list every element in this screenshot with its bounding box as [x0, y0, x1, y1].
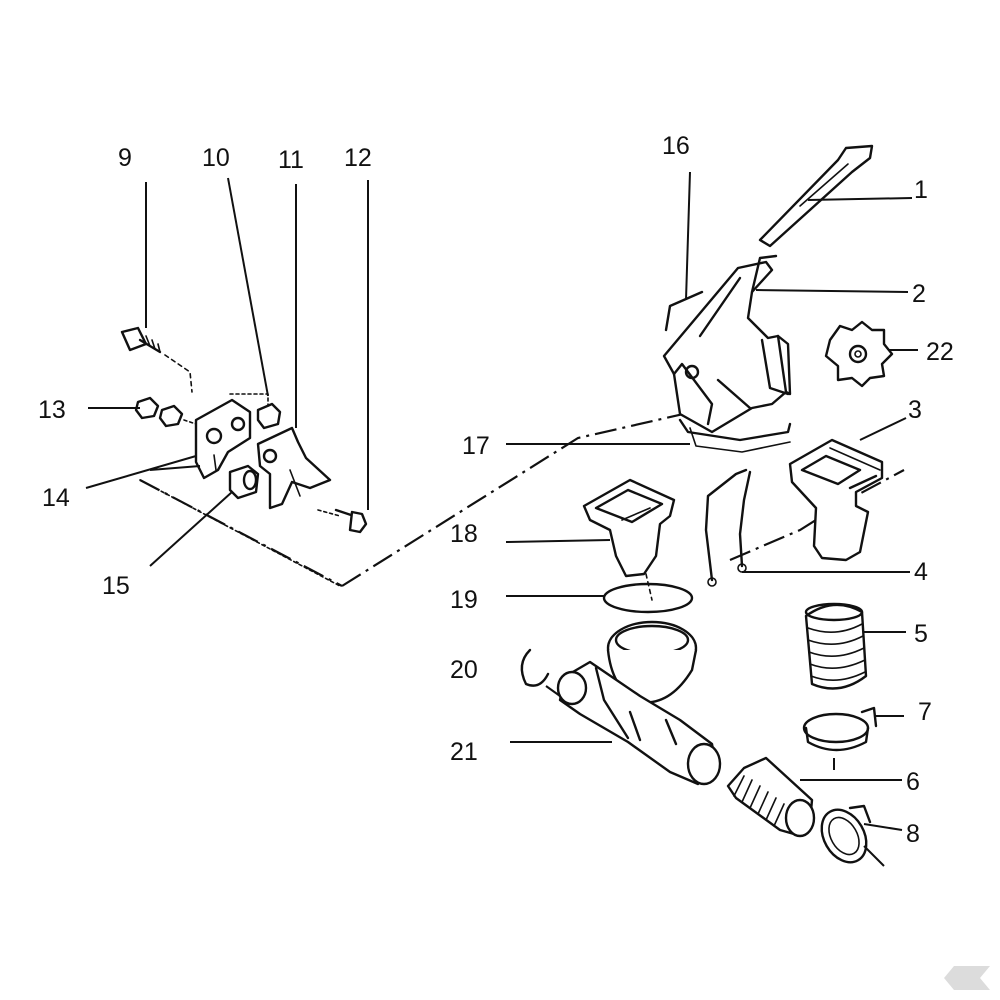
- part-7-clamp: [802, 706, 878, 752]
- part-3-flange: [788, 438, 884, 562]
- callout-18: 18: [450, 520, 478, 548]
- callout-8: 8: [906, 820, 920, 848]
- part-1-handle: [758, 144, 874, 248]
- part-13-nuts: [134, 396, 197, 428]
- part-6-hose: [726, 756, 816, 838]
- callout-7: 7: [918, 698, 932, 726]
- callout-19: 19: [450, 586, 478, 614]
- part-20-clip-ring: [520, 648, 550, 687]
- callout-2: 2: [912, 280, 926, 308]
- part-21-tee-housing: [556, 620, 722, 786]
- callout-17: 17: [462, 432, 490, 460]
- callout-5: 5: [914, 620, 928, 648]
- callout-9: 9: [118, 144, 132, 172]
- callout-21: 21: [450, 738, 478, 766]
- callout-15: 15: [102, 572, 130, 600]
- callout-14: 14: [42, 484, 70, 512]
- hinge-assembly: [120, 326, 368, 587]
- part-4-link-rod: [704, 468, 752, 587]
- callout-13: 13: [38, 396, 66, 424]
- part-15-spacer: [228, 464, 260, 500]
- callout-10: 10: [202, 144, 230, 172]
- leader-lines: [85, 171, 918, 867]
- assembly-link-line-3: [139, 479, 343, 587]
- part-5-bellows: [804, 602, 868, 690]
- part-22-impeller: [824, 320, 894, 388]
- brand-logo: [944, 966, 990, 990]
- part-2-pump-body: [662, 254, 792, 453]
- part-8-clamp: [820, 804, 872, 864]
- callout-20: 20: [450, 656, 478, 684]
- callout-3: 3: [908, 396, 922, 424]
- callout-16: 16: [662, 132, 690, 160]
- callout-6: 6: [906, 768, 920, 796]
- callout-11: 11: [278, 146, 304, 174]
- part-12-pin: [317, 508, 368, 534]
- callout-12: 12: [344, 144, 372, 172]
- part-19-o-ring: [602, 582, 694, 614]
- part-18-cover: [582, 478, 676, 601]
- callout-1: 1: [914, 176, 928, 204]
- callout-22: 22: [926, 338, 954, 366]
- part-14-bracket: [194, 398, 252, 480]
- callout-4: 4: [914, 558, 928, 586]
- callout-labels: 1 2 3 4 5 6 7 8 9 10 11 12 13 14 15 16 1…: [38, 132, 954, 848]
- part-11-cam: [256, 426, 332, 510]
- part-9-bolt: [120, 326, 193, 393]
- part-16-clip: [664, 290, 704, 332]
